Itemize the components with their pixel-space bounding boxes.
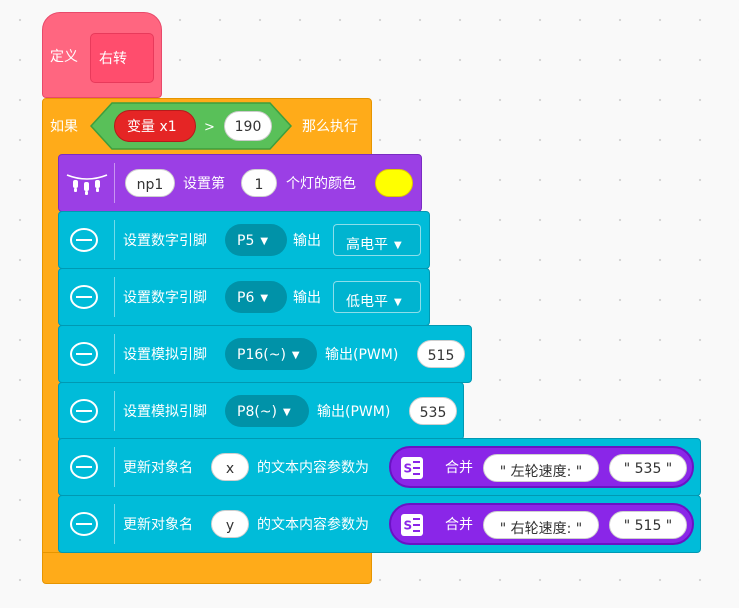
- then-label: 那么执行: [302, 119, 358, 135]
- pin-dropdown[interactable]: P8(~) ▼: [225, 395, 309, 427]
- chevron-down-icon: ▼: [260, 236, 269, 247]
- svg-text:S: S: [404, 462, 413, 476]
- pwm-output-label: 输出(PWM): [317, 404, 391, 420]
- define-name-slot[interactable]: 右转: [90, 33, 154, 83]
- pwm-value-input[interactable]: 535: [409, 397, 457, 425]
- pin-icon: [70, 342, 98, 366]
- digital-pin-label: 设置数字引脚: [123, 290, 207, 306]
- pin-dropdown[interactable]: P6 ▼: [225, 281, 287, 313]
- pin-icon: [70, 285, 98, 309]
- output-label: 输出: [293, 290, 321, 306]
- if-block-arm: [42, 150, 60, 556]
- analog-write-block[interactable]: 设置模拟引脚 P8(~) ▼ 输出(PWM) 535: [58, 382, 464, 440]
- analog-pin-label: 设置模拟引脚: [123, 347, 207, 363]
- variable-name: 变量 x1: [127, 119, 177, 135]
- level-value: 低电平: [346, 294, 388, 310]
- string-input[interactable]: " 515 ": [609, 511, 687, 539]
- chevron-down-icon: ▼: [283, 407, 291, 418]
- level-value: 高电平: [346, 237, 388, 253]
- update-text-block[interactable]: 更新对象名 y 的文本内容参数为 S 合并 " 右轮速度: " " 515 ": [58, 495, 701, 553]
- analog-pin-label: 设置模拟引脚: [123, 404, 207, 420]
- block-divider: [114, 277, 115, 317]
- text-param-label: 的文本内容参数为: [257, 517, 369, 533]
- pwm-output-label: 输出(PWM): [325, 347, 399, 363]
- if-label: 如果: [50, 119, 78, 135]
- define-label: 定义: [50, 49, 78, 65]
- display-icon: [70, 512, 98, 536]
- color-picker[interactable]: [375, 169, 413, 197]
- svg-text:S: S: [404, 519, 413, 533]
- chevron-down-icon: ▼: [394, 297, 402, 308]
- update-text-block[interactable]: 更新对象名 x 的文本内容参数为 S 合并 " 左轮速度: " " 535 ": [58, 438, 701, 496]
- operator-symbol: >: [204, 120, 215, 135]
- level-dropdown[interactable]: 低电平 ▼: [333, 281, 421, 313]
- neopixel-set-color-block[interactable]: np1 设置第 1 个灯的颜色: [58, 154, 422, 212]
- chevron-down-icon: ▼: [260, 293, 269, 304]
- led-string-icon: [66, 174, 108, 195]
- update-object-label: 更新对象名: [123, 460, 193, 476]
- define-name: 右转: [99, 51, 127, 67]
- if-block-bottom[interactable]: [42, 552, 372, 584]
- led-index-input[interactable]: 1: [241, 169, 277, 197]
- block-divider: [114, 447, 115, 487]
- digital-pin-label: 设置数字引脚: [123, 233, 207, 249]
- neopixel-object-input[interactable]: np1: [125, 169, 175, 197]
- analog-write-block[interactable]: 设置模拟引脚 P16(~) ▼ 输出(PWM) 515: [58, 325, 472, 383]
- level-dropdown[interactable]: 高电平 ▼: [333, 224, 421, 256]
- display-icon: [70, 455, 98, 479]
- string-input[interactable]: " 535 ": [609, 454, 687, 482]
- block-divider: [114, 334, 115, 374]
- pin-value: P5: [237, 233, 255, 249]
- digital-write-block[interactable]: 设置数字引脚 P6 ▼ 输出 低电平 ▼: [58, 268, 430, 326]
- variable-reporter[interactable]: 变量 x1: [114, 110, 196, 142]
- pin-value: P8(~): [237, 404, 278, 420]
- join-label: 合并: [445, 460, 473, 476]
- pin-value: P6: [237, 290, 255, 306]
- led-color-label: 个灯的颜色: [286, 176, 356, 192]
- object-name-input[interactable]: y: [211, 510, 249, 538]
- join-label: 合并: [445, 517, 473, 533]
- text-param-label: 的文本内容参数为: [257, 460, 369, 476]
- block-divider: [114, 220, 115, 260]
- chevron-down-icon: ▼: [394, 240, 402, 251]
- pin-dropdown[interactable]: P5 ▼: [225, 224, 287, 256]
- pin-icon: [70, 228, 98, 252]
- digital-write-block[interactable]: 设置数字引脚 P5 ▼ 输出 高电平 ▼: [58, 211, 430, 269]
- text-list-icon: S: [401, 457, 423, 479]
- block-divider: [114, 163, 115, 203]
- pin-value: P16(~): [237, 347, 286, 363]
- set-label: 设置第: [183, 176, 225, 192]
- string-input[interactable]: " 左轮速度: ": [483, 454, 599, 482]
- update-object-label: 更新对象名: [123, 517, 193, 533]
- chevron-down-icon: ▼: [291, 350, 300, 361]
- join-reporter[interactable]: S 合并 " 左轮速度: " " 535 ": [389, 446, 694, 488]
- output-label: 输出: [293, 233, 321, 249]
- pin-icon: [70, 399, 98, 423]
- join-reporter[interactable]: S 合并 " 右轮速度: " " 515 ": [389, 503, 694, 545]
- pwm-value-input[interactable]: 515: [417, 340, 465, 368]
- pin-dropdown[interactable]: P16(~) ▼: [225, 338, 317, 370]
- block-divider: [114, 504, 115, 544]
- string-input[interactable]: " 右轮速度: ": [483, 511, 599, 539]
- object-name-input[interactable]: x: [211, 453, 249, 481]
- text-list-icon: S: [401, 514, 423, 536]
- block-divider: [114, 391, 115, 431]
- compare-value-input[interactable]: 190: [224, 111, 272, 141]
